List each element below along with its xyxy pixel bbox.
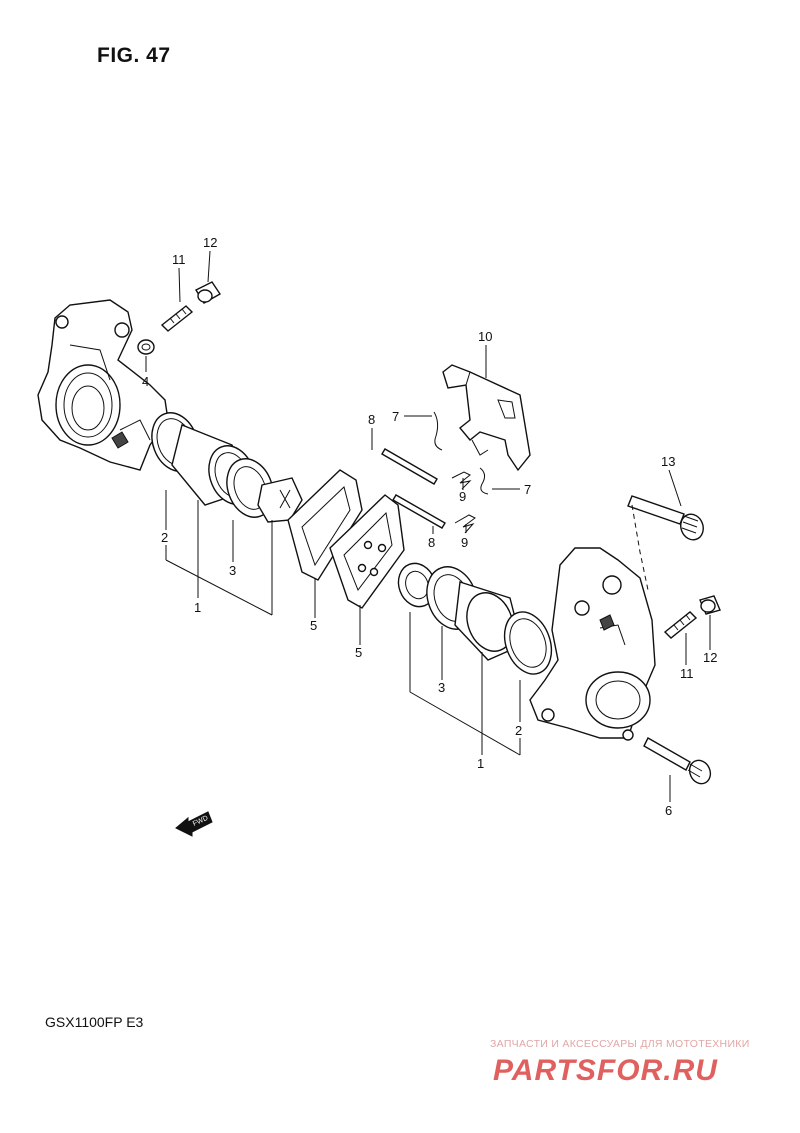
- bleeder-cap-right: [699, 595, 721, 615]
- model-code: GSX1100FP E3: [45, 1014, 144, 1030]
- callout-7-lower: 7: [524, 482, 531, 497]
- callout-7-upper: 7: [392, 409, 399, 424]
- pad-pin-upper: [381, 448, 438, 485]
- left-caliper-body: [37, 299, 169, 471]
- pad-retainer-plate: [442, 364, 531, 472]
- callout-13: 13: [661, 454, 675, 469]
- pin-clip-lower: [454, 514, 476, 534]
- callout-3-left: 3: [229, 563, 236, 578]
- callout-12-top: 12: [203, 235, 217, 250]
- callout-10: 10: [478, 329, 492, 344]
- callout-11-right: 11: [680, 666, 694, 681]
- brake-pad-outer: [287, 469, 363, 581]
- callout-5-outer: 5: [310, 618, 317, 633]
- forward-direction-arrow: FWD: [175, 811, 213, 837]
- callout-11-top: 11: [172, 252, 186, 267]
- svg-text:PARTSFOR.RU: PARTSFOR.RU: [493, 1054, 718, 1087]
- callout-1-right: 1: [477, 756, 484, 771]
- watermark-caption: ЗАПЧАСТИ И АКСЕССУАРЫ ДЛЯ МОТОТЕХНИКИ: [490, 1038, 750, 1050]
- callout-2-left: 2: [161, 530, 168, 545]
- figure-title: FIG. 47: [97, 44, 171, 67]
- pad-spring-lower: [479, 467, 489, 495]
- right-piston-seal-ring: [503, 611, 553, 675]
- callout-3-right: 3: [438, 680, 445, 695]
- callout-9-upper: 9: [459, 489, 466, 504]
- bleeder-screw-top: [160, 305, 194, 332]
- watermark-logo: PARTSFOR.RU: [493, 1054, 718, 1087]
- callout-12-right: 12: [703, 650, 717, 665]
- callout-numbers: 11 12 4 10 7 8 9 7 8 9 13 2 3 1 5 5 3 1 …: [142, 235, 717, 818]
- bleeder-screw-right: [663, 611, 698, 639]
- right-caliper-body: [529, 547, 656, 741]
- washer-4: [137, 339, 155, 355]
- caliper-bolt-13: [627, 495, 704, 591]
- bleeder-cap-top: [195, 281, 222, 304]
- callout-6: 6: [665, 803, 672, 818]
- pad-spring-upper: [433, 411, 443, 451]
- callout-2-right: 2: [515, 723, 522, 738]
- brake-pad-inner: [329, 494, 405, 609]
- pin-clip-upper: [451, 471, 472, 490]
- caliper-bolt-6: [643, 737, 712, 785]
- callout-8-lower: 8: [428, 535, 435, 550]
- leader-lines: [145, 250, 711, 802]
- callout-9-lower: 9: [461, 535, 468, 550]
- callout-4: 4: [142, 374, 149, 389]
- pad-pin-lower: [392, 494, 446, 529]
- callout-5-inner: 5: [355, 645, 362, 660]
- callout-8-upper: 8: [368, 412, 375, 427]
- callout-1-left: 1: [194, 600, 201, 615]
